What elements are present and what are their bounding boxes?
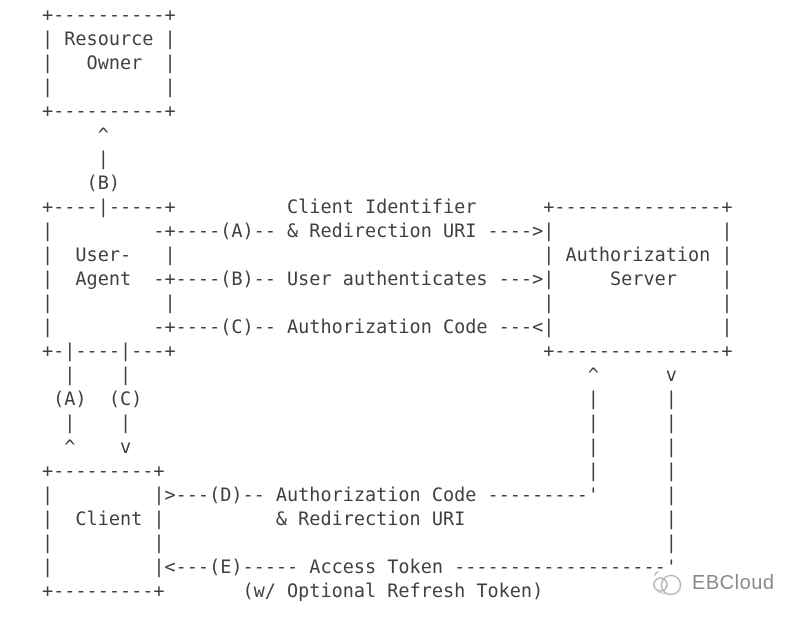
watermark-label: EBCloud [692,571,775,594]
ebcloud-watermark: EBCloud [649,567,774,599]
oauth-flow-ascii-diagram: +----------+ | Resource | | Owner | | | … [42,5,733,602]
cloud-icon [653,571,682,596]
